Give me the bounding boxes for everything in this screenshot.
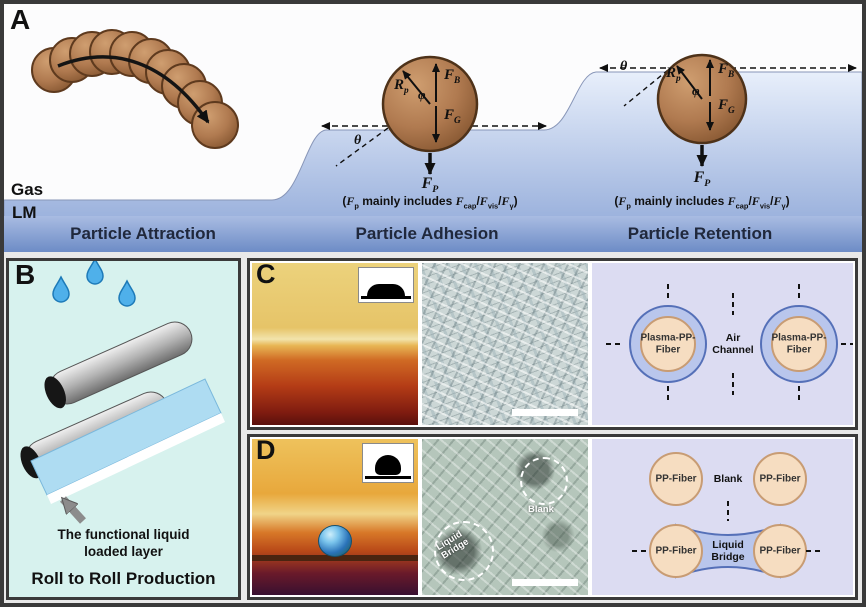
scale-bar xyxy=(512,579,578,586)
phi-label-adhesion: φ xyxy=(418,87,426,102)
pp-fiber-top-right xyxy=(753,452,807,506)
pp-fiber-label-bottom-left: PP-Fiber xyxy=(655,545,697,557)
droplet-silhouette-flat xyxy=(367,284,405,296)
pp-fiber-bottom-left xyxy=(649,524,703,578)
substrate-line xyxy=(361,296,411,299)
plasma-fiber-label-right: Plasma-PP-Fiber xyxy=(771,332,827,356)
blank-micro-label: Blank xyxy=(528,504,554,515)
panel-a: Particle Attraction Particle Adhesion Pa… xyxy=(4,4,862,253)
contact-angle-inset-functional xyxy=(362,443,414,483)
pp-fiber-label-top-left: PP-Fiber xyxy=(655,473,697,485)
fp-label-adhesion: FP xyxy=(421,175,439,196)
blank-marker xyxy=(520,457,568,505)
gas-label: Gas xyxy=(11,180,44,199)
fiber-micrograph-functional: Liquid Bridge Blank xyxy=(422,439,588,595)
lm-label: LM xyxy=(12,203,37,222)
plasma-fiber-diagram xyxy=(606,284,853,404)
panel-a-graphics xyxy=(4,29,862,253)
fb-label-adhesion: FB xyxy=(444,67,461,86)
plasma-fiber-left xyxy=(629,305,707,383)
theta-label-retention: θ xyxy=(620,59,628,74)
rp-label-retention: Rp xyxy=(666,65,681,84)
fb-label-retention: FB xyxy=(718,61,735,80)
pp-fiber-label-top-right: PP-Fiber xyxy=(759,473,801,485)
pp-fiber-label-bottom-right: PP-Fiber xyxy=(759,545,801,557)
panel-b-title: Roll to Roll Production xyxy=(31,569,216,588)
rp-label-adhesion: Rp xyxy=(394,77,409,96)
trajectory-arrow xyxy=(57,55,210,124)
section-title-adhesion: Particle Adhesion xyxy=(355,224,499,243)
fiber-schematic-functional: PP-Fiber PP-Fiber Blank PP-Fiber PP-Fibe… xyxy=(592,439,853,595)
fg-label-adhesion: FG xyxy=(444,107,461,126)
droplet-silhouette-round xyxy=(375,455,401,475)
roller-top xyxy=(44,321,193,409)
layer-caption-line1: The functional liquid xyxy=(57,527,190,542)
substrate-line xyxy=(365,476,411,479)
fp-label-retention: FP xyxy=(693,169,711,190)
particle-chain xyxy=(31,29,239,149)
fiber-schematic-plasma: Plasma-PP-Fiber Plasma-PP-Fiber Air Chan… xyxy=(592,263,853,425)
contact-angle-line-adhesion xyxy=(335,127,389,167)
rp-arrow-adhesion xyxy=(402,70,431,105)
air-channel-label: Air Channel xyxy=(712,331,754,356)
phi-label-retention: φ xyxy=(692,83,700,98)
substrate-surface xyxy=(252,555,418,561)
contact-angle-line-retention xyxy=(623,69,669,107)
blank-label: Blank xyxy=(713,472,743,485)
fp-caption-adhesion: (Fp mainly includes Fcap/Fvis/Fγ) xyxy=(342,194,518,211)
film-sheet-edge xyxy=(47,413,225,504)
section-band: Particle Attraction Particle Adhesion Pa… xyxy=(4,216,862,252)
crosshair-dashes xyxy=(606,284,853,404)
panel-a-tag: A xyxy=(10,4,31,35)
liquid-bridge-label: Liquid Bridge xyxy=(711,538,745,563)
fiber-micrograph-plasma xyxy=(422,263,588,425)
panel-d-tag: D xyxy=(256,435,276,465)
water-droplet-icons xyxy=(52,261,136,307)
roll-to-roll-graphics xyxy=(20,261,225,524)
section-title-attraction: Particle Attraction xyxy=(70,224,216,243)
liquid-bridge-marker xyxy=(434,521,494,581)
layer-arrow xyxy=(60,496,86,524)
layer-caption-line2: loaded layer xyxy=(84,544,163,559)
axis-dashes xyxy=(632,501,824,552)
plasma-fiber-right xyxy=(760,305,838,383)
rp-arrow-retention xyxy=(676,65,703,100)
contact-angle-inset-plasma xyxy=(358,267,414,303)
section-title-retention: Particle Retention xyxy=(627,224,773,243)
pp-fiber-top-left xyxy=(649,452,703,506)
contact-angle-photo-plasma xyxy=(252,263,418,425)
plasma-fiber-label-left: Plasma-PP-Fiber xyxy=(640,332,696,356)
scale-bar xyxy=(512,409,578,416)
liquid-bridge-diagram xyxy=(632,452,824,579)
fg-label-retention: FG xyxy=(718,97,735,116)
panel-c: C Plasma-PP-Fiber Pla xyxy=(247,258,858,430)
theta-label-adhesion: θ xyxy=(354,133,362,148)
fp-caption-retention: (Fp mainly includes Fcap/Fvis/Fγ) xyxy=(614,194,790,211)
panel-c-tag: C xyxy=(256,259,276,289)
contact-angle-photo-functional xyxy=(252,439,418,595)
panel-d: D Liquid Bridge Blank xyxy=(247,434,858,600)
panel-b-tag: B xyxy=(15,259,36,290)
liquid-droplet xyxy=(318,525,352,557)
panel-b: B xyxy=(6,258,241,600)
